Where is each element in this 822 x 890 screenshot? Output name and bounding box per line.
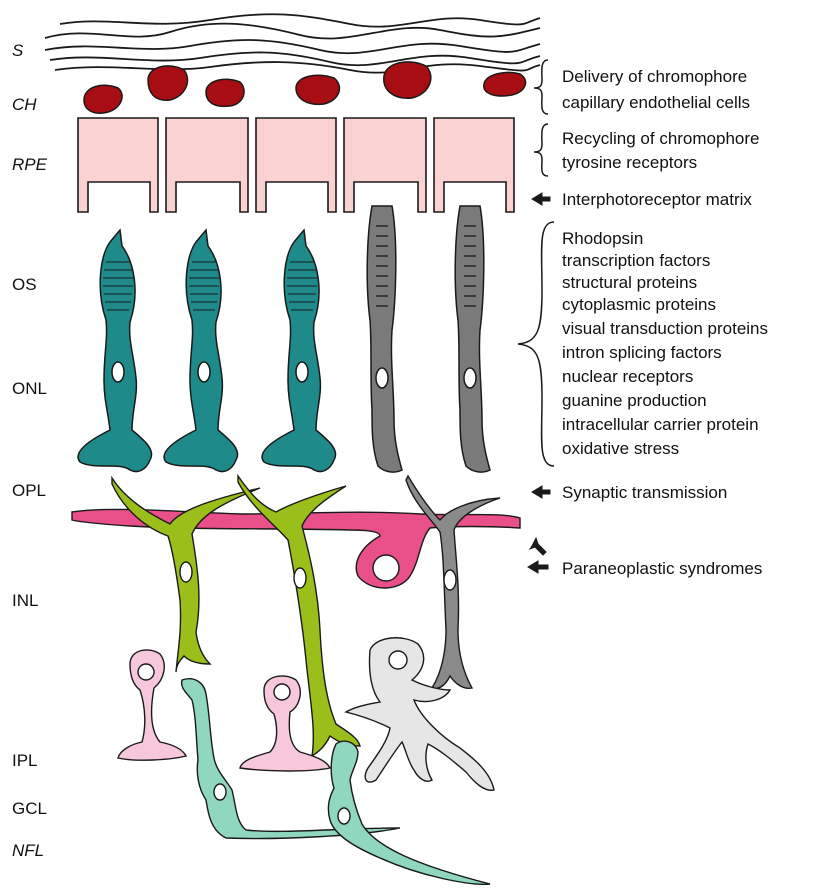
ann-photoreceptor-1: Rhodopsin — [562, 229, 643, 248]
ann-rpe-2: tyrosine receptors — [562, 153, 697, 172]
capillary-cell — [484, 72, 526, 96]
arrow-paraneoplastic-up-icon — [530, 538, 546, 555]
rod-photoreceptors — [367, 206, 490, 472]
layer-label-rpe: RPE — [12, 155, 48, 174]
brackets — [518, 60, 554, 466]
rpe-cells — [78, 118, 514, 212]
capillary-cell — [84, 85, 122, 113]
ann-rpe-1: Recycling of chromophore — [562, 129, 759, 148]
brace-choroid — [534, 60, 548, 114]
layer-label-gcl: GCL — [12, 799, 47, 818]
glial-cell — [346, 638, 494, 791]
ann-synaptic: Synaptic transmission — [562, 483, 727, 502]
layer-label-s: S — [12, 41, 24, 60]
ann-photoreceptor-10: oxidative stress — [562, 439, 679, 458]
rpe-cell — [256, 118, 336, 212]
arrow-matrix-icon — [532, 193, 550, 205]
rpe-cell — [166, 118, 248, 212]
arrow-synaptic-icon — [532, 486, 550, 498]
cone-photoreceptors — [78, 230, 336, 472]
layer-label-ipl: IPL — [12, 751, 38, 770]
cone-cell — [78, 230, 152, 472]
ann-photoreceptor-9: intracellular carrier protein — [562, 415, 759, 434]
layer-label-onl: ONL — [12, 379, 47, 398]
ganglion-cells — [182, 679, 490, 884]
layer-label-nfl: NFL — [12, 841, 44, 860]
brace-photoreceptor — [518, 222, 554, 466]
ann-photoreceptor-7: nuclear receptors — [562, 367, 693, 386]
layer-label-os: OS — [12, 275, 37, 294]
ann-photoreceptor-8: guanine production — [562, 391, 707, 410]
rpe-cell — [78, 118, 158, 212]
rpe-cell — [344, 118, 426, 212]
ann-choroid-1: Delivery of chromophore — [562, 67, 747, 86]
sclera-fibers — [45, 14, 540, 72]
ann-photoreceptor-6: intron splicing factors — [562, 343, 722, 362]
capillary-cell — [148, 66, 188, 100]
amacrine-cells — [118, 650, 330, 771]
rod-cell — [367, 206, 402, 472]
rod-cell — [455, 206, 490, 472]
cone-cell — [164, 230, 238, 472]
ann-matrix: Interphotoreceptor matrix — [562, 190, 752, 209]
capillary-cell — [296, 75, 339, 104]
layer-labels: S CH RPE OS ONL OPL INL IPL GCL NFL — [12, 41, 48, 860]
ann-paraneoplastic: Paraneoplastic syndromes — [562, 559, 762, 578]
annotations: Delivery of chromophore capillary endoth… — [562, 67, 768, 578]
ann-photoreceptor-5: visual transduction proteins — [562, 319, 768, 338]
layer-label-inl: INL — [12, 591, 38, 610]
arrow-paraneoplastic-icon — [528, 561, 548, 573]
brace-rpe — [534, 124, 548, 176]
capillary-cell — [206, 79, 244, 106]
ann-photoreceptor-3: structural proteins — [562, 273, 697, 292]
ann-photoreceptor-4: cytoplasmic proteins — [562, 295, 716, 314]
ann-photoreceptor-2: transcription factors — [562, 251, 710, 270]
layer-label-opl: OPL — [12, 481, 46, 500]
capillary-cell — [384, 62, 431, 98]
arrows — [528, 193, 550, 573]
layer-label-ch: CH — [12, 95, 37, 114]
horizontal-cell-nucleus — [373, 555, 399, 581]
rpe-cell — [434, 118, 514, 212]
ann-choroid-2: capillary endothelial cells — [562, 93, 750, 112]
cone-cell — [262, 230, 336, 472]
